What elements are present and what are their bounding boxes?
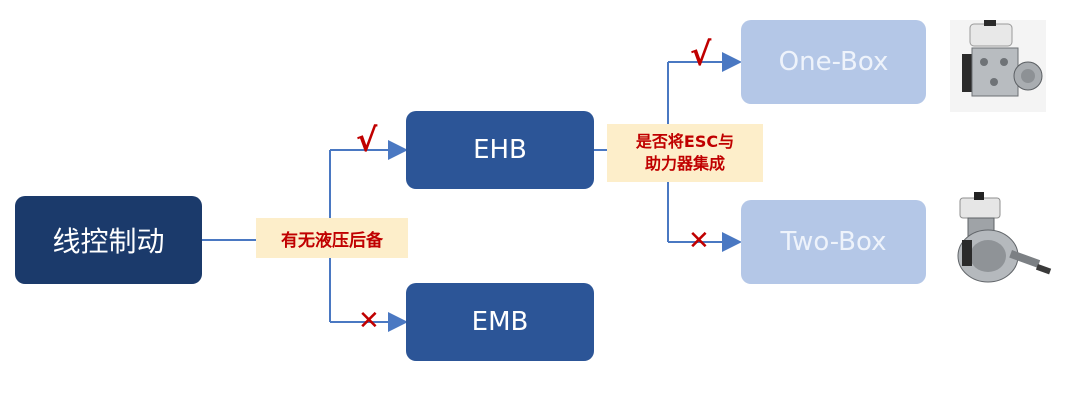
decision-esc-integration: 是否将ESC与 助力器集成 <box>607 124 763 182</box>
node-twobox: Two-Box <box>741 200 926 284</box>
node-root: 线控制动 <box>15 196 202 284</box>
node-root-label: 线控制动 <box>52 225 165 258</box>
decision-esc-line2: 助力器集成 <box>644 154 725 173</box>
node-emb-label: EMB <box>471 307 529 337</box>
decision-esc-line1: 是否将ESC与 <box>635 132 735 151</box>
decision-hydraulic-backup: 有无液压后备 <box>256 218 408 258</box>
node-emb: EMB <box>406 283 594 361</box>
onebox-device-image <box>950 20 1046 112</box>
no-mark-twobox: ✕ <box>688 226 710 256</box>
decision-hydraulic-backup-label: 有无液压后备 <box>281 230 383 251</box>
yes-mark-onebox: √ <box>690 35 712 73</box>
node-onebox-label: One-Box <box>778 47 889 77</box>
node-ehb: EHB <box>406 111 594 189</box>
no-mark-emb: ✕ <box>358 306 380 336</box>
node-onebox: One-Box <box>741 20 926 104</box>
node-ehb-label: EHB <box>473 135 527 165</box>
node-twobox-label: Two-Box <box>780 227 887 257</box>
twobox-device-image <box>957 192 1052 283</box>
yes-mark-ehb: √ <box>356 121 378 159</box>
